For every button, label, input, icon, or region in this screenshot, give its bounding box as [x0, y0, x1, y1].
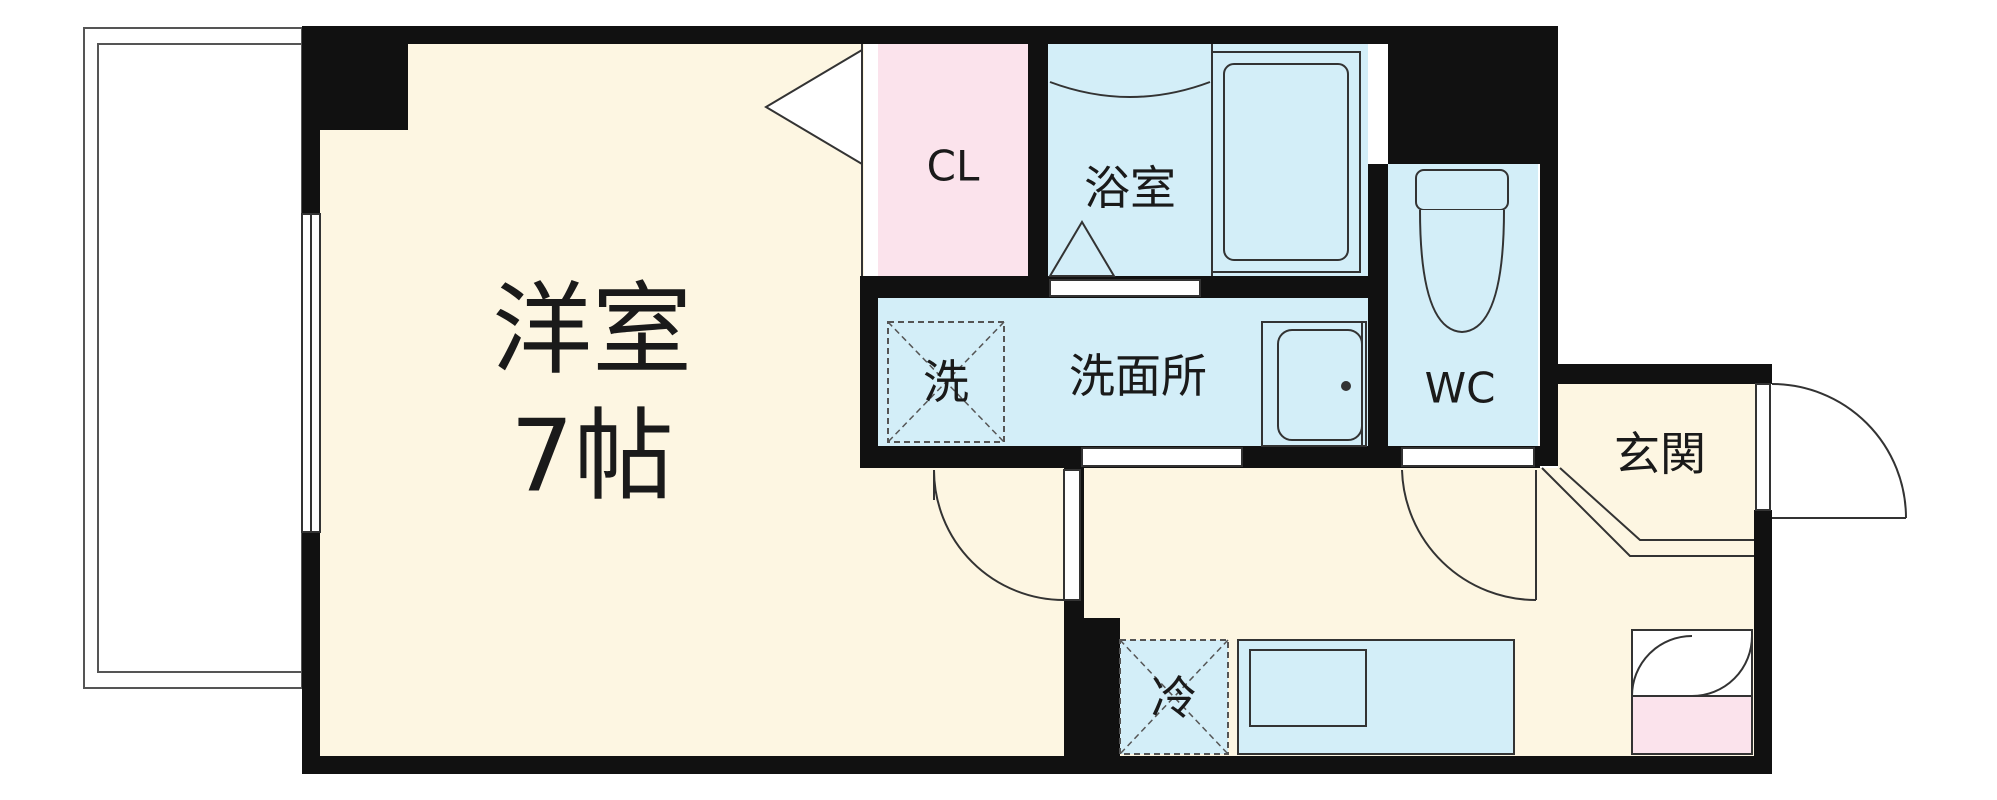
fridge-space	[1119, 639, 1229, 755]
bathtub	[1048, 44, 1361, 277]
western-room-label: 洋室	[492, 272, 692, 389]
washbasin	[1261, 321, 1367, 447]
closet-floor	[878, 44, 1028, 276]
washroom-label: 洗面所	[1069, 349, 1207, 403]
window-left	[301, 213, 321, 533]
window-bath	[1049, 279, 1201, 297]
entrance-label: 玄関	[1614, 427, 1706, 481]
toilet-fixture	[1415, 169, 1509, 334]
balcony	[83, 27, 303, 689]
western-room-floor	[318, 44, 864, 768]
window-toilet	[1401, 447, 1535, 467]
door-swings	[933, 383, 1907, 601]
window-washroom	[1081, 447, 1243, 467]
washer-label: 洗	[923, 355, 969, 409]
entrance-floor	[1558, 382, 1761, 542]
kitchen-counter	[1237, 639, 1515, 755]
western-room-size: 7帖	[510, 398, 674, 515]
toilet-label: WC	[1425, 364, 1496, 413]
bathroom-label: 浴室	[1084, 161, 1176, 215]
entrance-step	[1541, 467, 1754, 557]
closet-label: CL	[927, 142, 980, 191]
fridge-label: 冷	[1151, 671, 1197, 725]
washer-space	[887, 321, 1005, 443]
walls	[302, 26, 1772, 774]
hall-partition	[1063, 469, 1081, 601]
shoe-cabinet	[1631, 629, 1753, 755]
